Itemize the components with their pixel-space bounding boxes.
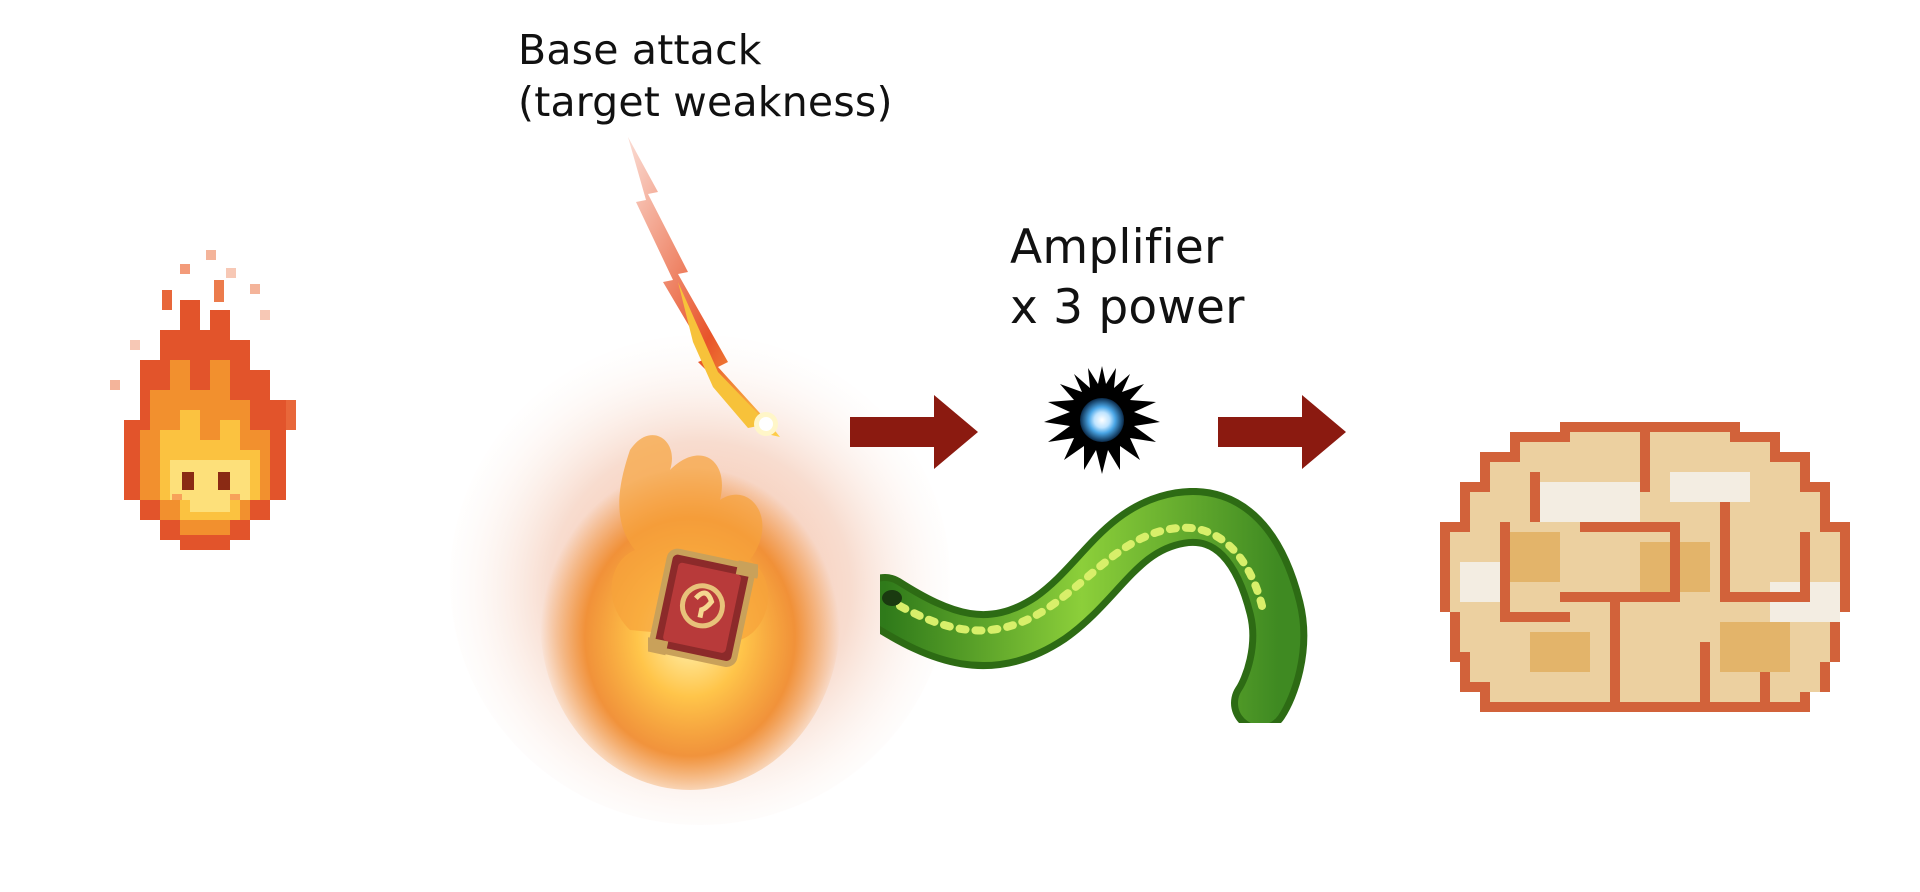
amplifier-title: Amplifier — [1010, 220, 1224, 275]
amplifier-subtitle: x 3 power — [1010, 280, 1245, 336]
rock-boulder-icon — [1440, 412, 1880, 722]
base-attack-subtitle: (target weakness) — [518, 78, 893, 127]
base-attack-title: Base attack — [518, 26, 762, 74]
fire-spellbook-icon — [648, 548, 758, 668]
base-attack-label: Base attack (target weakness) — [518, 24, 893, 128]
fire-spirit-icon — [110, 250, 306, 570]
arrow-right-icon — [850, 395, 978, 469]
dark-orb-icon — [1040, 362, 1164, 478]
amplifier-label: Amplifier x 3 power — [1010, 218, 1245, 338]
arrow-right-icon — [1218, 395, 1346, 469]
vine-whip-icon — [880, 488, 1310, 723]
meteor-icon — [618, 132, 798, 452]
